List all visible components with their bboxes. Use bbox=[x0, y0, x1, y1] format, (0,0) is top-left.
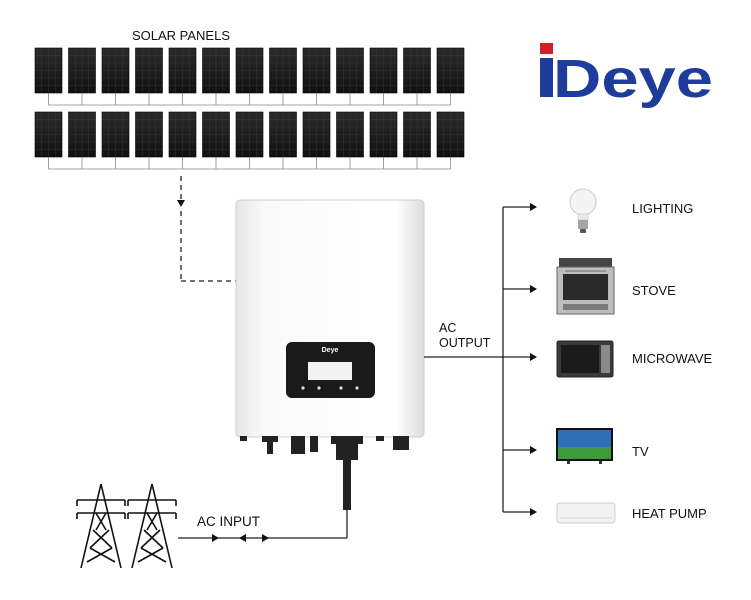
solar-panel bbox=[34, 47, 63, 105]
power-grid-towers bbox=[76, 483, 177, 569]
inverter-button-icon bbox=[339, 386, 343, 390]
ac-input-label: AC INPUT bbox=[197, 514, 260, 529]
ac-output-label-line2: OUTPUT bbox=[439, 336, 491, 350]
logo-red-block-icon bbox=[540, 43, 553, 54]
solar-panel bbox=[68, 111, 96, 169]
solar-panel bbox=[202, 47, 230, 105]
dc-connection-line bbox=[177, 176, 236, 282]
inverter-button-icon bbox=[355, 386, 359, 390]
heat-pump-icon bbox=[556, 502, 616, 524]
solar-panel bbox=[34, 111, 63, 169]
solar-panel bbox=[235, 47, 264, 105]
tv-icon bbox=[556, 428, 613, 464]
deye-logo: Deye bbox=[540, 43, 713, 109]
load-label: STOVE bbox=[632, 283, 676, 298]
inverter-button-icon bbox=[317, 386, 321, 390]
arrow-right-icon bbox=[530, 353, 537, 361]
ac-output-label-line1: AC bbox=[439, 321, 456, 335]
transmission-tower-icon bbox=[76, 483, 126, 569]
load-branch bbox=[503, 508, 537, 516]
load-branch bbox=[503, 446, 537, 454]
solar-panel bbox=[168, 47, 197, 105]
solar-panel bbox=[403, 111, 431, 169]
load-label: LIGHTING bbox=[632, 201, 693, 216]
arrow-right-icon bbox=[530, 203, 537, 211]
solar-panel bbox=[336, 47, 364, 105]
solar-panel bbox=[168, 111, 197, 169]
transmission-tower-icon bbox=[127, 483, 177, 569]
load-label: MICROWAVE bbox=[632, 351, 712, 366]
ac-input-line bbox=[178, 510, 348, 542]
arrow-right-icon bbox=[212, 534, 219, 542]
solar-panel bbox=[269, 47, 297, 105]
load-branch bbox=[503, 203, 537, 211]
solar-panel bbox=[302, 111, 331, 169]
solar-panel bbox=[436, 47, 465, 105]
solar-panel bbox=[336, 111, 364, 169]
load-branch bbox=[503, 353, 537, 361]
arrow-right-icon bbox=[530, 285, 537, 293]
solar-panel bbox=[302, 47, 331, 105]
solar-panel bbox=[369, 47, 398, 105]
solar-panel bbox=[235, 111, 264, 169]
solar-panel bbox=[269, 111, 297, 169]
solar-panel bbox=[135, 47, 163, 105]
stove-icon bbox=[556, 258, 615, 315]
solar-panel bbox=[101, 47, 130, 105]
solar-panels-label: SOLAR PANELS bbox=[132, 28, 230, 43]
microwave-icon bbox=[556, 340, 614, 378]
load-branch bbox=[503, 285, 537, 293]
solar-panel bbox=[369, 111, 398, 169]
load-labels: LIGHTING STOVE MICROWAVE TV HEAT PUMP bbox=[632, 201, 712, 521]
inverter-button-icon bbox=[301, 386, 305, 390]
solar-panel bbox=[101, 111, 130, 169]
arrow-down-icon bbox=[177, 200, 185, 207]
inverter: Deye bbox=[235, 199, 425, 510]
inverter-connectors bbox=[240, 436, 409, 510]
solar-panel bbox=[202, 111, 230, 169]
solar-panel bbox=[68, 47, 96, 105]
brand-logo-text: Deye bbox=[553, 49, 713, 109]
inverter-brand-label: Deye bbox=[322, 347, 339, 354]
inverter-screen bbox=[308, 362, 352, 380]
arrow-left-icon bbox=[239, 534, 246, 542]
load-branches bbox=[503, 203, 537, 516]
arrow-right-icon bbox=[530, 446, 537, 454]
solar-panel bbox=[135, 111, 163, 169]
solar-panel bbox=[403, 47, 431, 105]
logo-bar-icon bbox=[540, 58, 553, 97]
ac-output-bus bbox=[424, 207, 504, 512]
load-label: HEAT PUMP bbox=[632, 506, 707, 521]
bulb-icon bbox=[569, 188, 597, 233]
arrow-right-icon bbox=[262, 534, 269, 542]
load-label: TV bbox=[632, 444, 649, 459]
arrow-right-icon bbox=[530, 508, 537, 516]
solar-panel-array bbox=[34, 47, 465, 170]
solar-panel bbox=[436, 111, 465, 169]
